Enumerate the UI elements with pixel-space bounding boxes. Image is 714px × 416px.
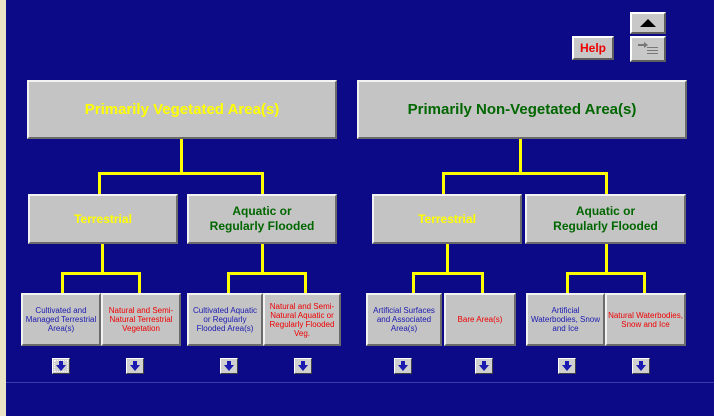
- veg-aquatic-label: Aquatic or Regularly Flooded: [210, 204, 315, 234]
- connector: [519, 139, 522, 174]
- veg-aquatic-box[interactable]: Aquatic or Regularly Flooded: [187, 194, 337, 244]
- expand-natural-waterbodies-button[interactable]: [632, 358, 650, 374]
- arrow-down-shape: [479, 361, 489, 371]
- natural-waterbodies-label: Natural Waterbodies, Snow and Ice: [608, 310, 683, 329]
- expand-artificial-surfaces-button[interactable]: [394, 358, 412, 374]
- cultivated-terrestrial-label: Cultivated and Managed Terrestrial Area(…: [25, 306, 97, 333]
- connector: [481, 272, 484, 293]
- arrow-down-icon: [562, 361, 572, 371]
- list-tools-icon: [638, 42, 658, 54]
- cultivated-aquatic-box[interactable]: Cultivated Aquatic or Regularly Flooded …: [187, 293, 263, 346]
- arrow-down-shape: [298, 361, 308, 371]
- nonveg-terrestrial-box[interactable]: Terrestrial: [372, 194, 522, 244]
- arrow-down-shape: [562, 361, 572, 371]
- cultivated-aquatic-label: Cultivated Aquatic or Regularly Flooded …: [192, 306, 258, 333]
- veg-aquatic-line1: Aquatic or: [232, 204, 292, 218]
- connector: [412, 272, 484, 275]
- connector: [98, 172, 101, 194]
- expand-natural-aquatic-button[interactable]: [294, 358, 312, 374]
- natural-terrestrial-label: Natural and Semi-Natural Terrestrial Veg…: [108, 306, 174, 333]
- help-button[interactable]: Help: [572, 36, 614, 60]
- veg-aquatic-line2: Regularly Flooded: [209, 219, 315, 233]
- arrow-down-icon: [636, 361, 646, 371]
- nonveg-terrestrial-label: Terrestrial: [418, 211, 476, 226]
- vegetated-area-box[interactable]: Primarily Vegetated Area(s): [27, 80, 337, 139]
- arrow-down-icon: [56, 361, 66, 371]
- connector: [566, 272, 569, 293]
- connector: [180, 139, 183, 174]
- connector: [61, 272, 64, 293]
- arrow-down-icon: [398, 361, 408, 371]
- artificial-waterbodies-box[interactable]: Artificial Waterbodies, Snow and Ice: [526, 293, 605, 346]
- connector: [412, 272, 415, 293]
- connector: [138, 272, 141, 293]
- arrow-down-icon: [130, 361, 140, 371]
- veg-terrestrial-box[interactable]: Terrestrial: [28, 194, 178, 244]
- non-vegetated-area-box[interactable]: Primarily Non-Vegetated Area(s): [357, 80, 687, 139]
- triangle-up-icon: [640, 19, 656, 27]
- natural-terrestrial-box[interactable]: Natural and Semi-Natural Terrestrial Veg…: [101, 293, 181, 346]
- connector: [61, 272, 141, 275]
- connector: [261, 172, 264, 194]
- connector: [227, 272, 307, 275]
- connector: [101, 244, 104, 274]
- bare-areas-label: Bare Area(s): [457, 315, 503, 324]
- natural-aquatic-label: Natural and Semi-Natural Aquatic or Regu…: [269, 301, 335, 338]
- nonveg-aquatic-label: Aquatic or Regularly Flooded: [553, 204, 658, 234]
- connector: [605, 172, 608, 194]
- expand-natural-terrestrial-button[interactable]: [126, 358, 144, 374]
- cultivated-terrestrial-box[interactable]: Cultivated and Managed Terrestrial Area(…: [21, 293, 101, 346]
- connector: [304, 272, 307, 293]
- connector: [605, 244, 608, 274]
- nonveg-aquatic-line2: Regularly Flooded: [553, 219, 658, 233]
- tools-button[interactable]: [630, 36, 666, 62]
- arrow-down-icon: [298, 361, 308, 371]
- natural-waterbodies-box[interactable]: Natural Waterbodies, Snow and Ice: [605, 293, 686, 346]
- arrow-down-shape: [130, 361, 140, 371]
- connector: [261, 244, 264, 274]
- nonveg-aquatic-box[interactable]: Aquatic or Regularly Flooded: [525, 194, 686, 244]
- artificial-surfaces-label: Artificial Surfaces and Associated Area(…: [373, 306, 435, 333]
- arrow-down-icon: [479, 361, 489, 371]
- arrow-down-shape: [224, 361, 234, 371]
- connector: [566, 272, 646, 275]
- arrow-down-shape: [636, 361, 646, 371]
- connector: [227, 272, 230, 293]
- connector: [442, 172, 445, 194]
- natural-aquatic-box[interactable]: Natural and Semi-Natural Aquatic or Regu…: [263, 293, 341, 346]
- expand-artificial-waterbodies-button[interactable]: [558, 358, 576, 374]
- connector: [442, 172, 608, 175]
- nonveg-aquatic-line1: Aquatic or: [575, 204, 636, 218]
- expand-cultivated-terrestrial-button[interactable]: [52, 358, 70, 374]
- scroll-up-button[interactable]: [630, 12, 666, 34]
- veg-terrestrial-label: Terrestrial: [74, 211, 132, 226]
- artificial-surfaces-box[interactable]: Artificial Surfaces and Associated Area(…: [366, 293, 442, 346]
- connector: [446, 244, 449, 274]
- help-label: Help: [579, 41, 606, 55]
- vegetated-area-label: Primarily Vegetated Area(s): [84, 101, 280, 118]
- connector: [643, 272, 646, 293]
- panel-divider: [6, 382, 714, 383]
- arrow-down-shape: [56, 361, 66, 371]
- expand-bare-areas-button[interactable]: [475, 358, 493, 374]
- expand-cultivated-aquatic-button[interactable]: [220, 358, 238, 374]
- bare-areas-box[interactable]: Bare Area(s): [444, 293, 516, 346]
- arrow-down-icon: [224, 361, 234, 371]
- connector: [98, 172, 264, 175]
- artificial-waterbodies-label: Artificial Waterbodies, Snow and Ice: [530, 306, 601, 333]
- arrow-down-shape: [398, 361, 408, 371]
- non-vegetated-area-label: Primarily Non-Vegetated Area(s): [407, 101, 637, 118]
